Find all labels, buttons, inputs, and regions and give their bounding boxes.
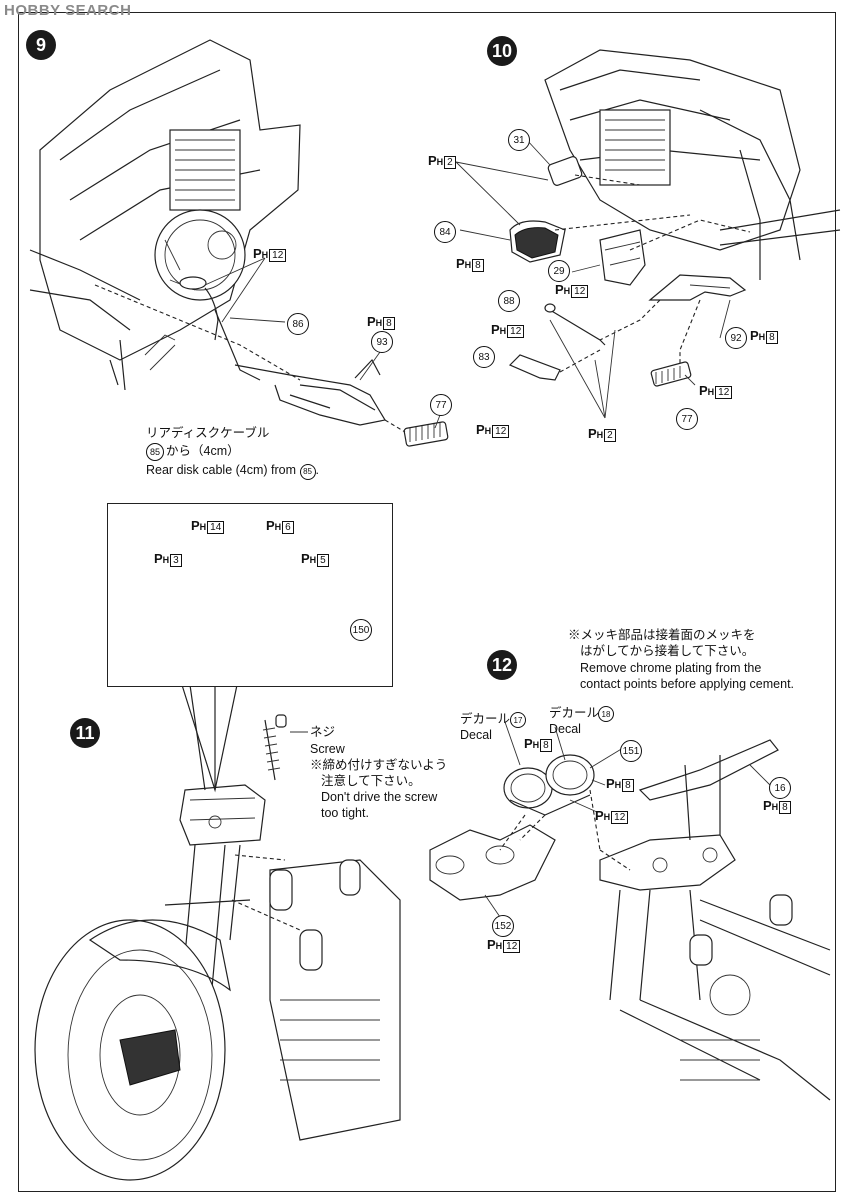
chrome-note-jp2: はがしてから接着して下さい。 bbox=[580, 644, 755, 658]
step-11-badge: 11 bbox=[70, 718, 100, 748]
chrome-note-jp1: ※メッキ部品は接着面のメッキを bbox=[568, 628, 756, 642]
part-17-marker: 17 bbox=[510, 712, 526, 728]
part-77-marker: 77 bbox=[430, 394, 452, 416]
rear-disk-note-jp: リアディスクケーブル bbox=[146, 426, 270, 440]
step-10-badge: 10 bbox=[487, 36, 517, 66]
part-16-marker: 16 bbox=[769, 777, 791, 799]
part-31-marker: 31 bbox=[508, 129, 530, 151]
step11-fork-drawing bbox=[34, 684, 401, 1181]
decal-18-label-jp: デカール bbox=[549, 706, 600, 720]
part-84-marker: 84 bbox=[434, 221, 456, 243]
stem-detail-inset bbox=[107, 503, 393, 687]
screw-warning-jp1: ※締め付けすぎないよう bbox=[310, 758, 448, 772]
page-frame bbox=[18, 12, 836, 1192]
part-86-marker: 86 bbox=[287, 313, 309, 335]
part-88-marker: 88 bbox=[498, 290, 520, 312]
decal-17-label-jp: デカール bbox=[460, 712, 511, 726]
screw-warning-jp2: 注意して下さい。 bbox=[321, 774, 421, 788]
step-9-badge: 9 bbox=[26, 30, 56, 60]
chrome-note-en1: Remove chrome plating from the bbox=[580, 661, 762, 675]
part-152-marker: 152 bbox=[492, 915, 514, 937]
step9-frame-drawing bbox=[29, 39, 449, 447]
screw-label-jp: ネジ bbox=[310, 725, 336, 739]
chrome-note-en2: contact points before applying cement. bbox=[580, 677, 795, 691]
part-151-marker: 151 bbox=[620, 740, 642, 762]
part-150-marker: 150 bbox=[350, 619, 372, 641]
step-12-badge: 12 bbox=[487, 650, 517, 680]
part-92-marker: 92 bbox=[725, 327, 747, 349]
watermark: HOBBY SEARCH bbox=[4, 2, 132, 19]
part-18-marker: 18 bbox=[598, 706, 614, 722]
rear-disk-note-en: Rear disk cable (4cm) from 85. bbox=[146, 462, 319, 480]
part-29-marker: 29 bbox=[548, 260, 570, 282]
part-93-marker: 93 bbox=[371, 331, 393, 353]
part-83-marker: 83 bbox=[473, 346, 495, 368]
part-85-marker: 85 bbox=[146, 443, 164, 461]
step10-frame-drawing bbox=[508, 49, 841, 387]
screw-warning-en2: too tight. bbox=[321, 806, 369, 820]
part-77-marker: 77 bbox=[676, 408, 698, 430]
step12-handlebar-drawing bbox=[429, 739, 831, 1101]
decal-18-label-en: Decal bbox=[549, 722, 581, 736]
screw-label-en: Screw bbox=[310, 742, 345, 756]
rear-disk-note-jp2: から（4cm） bbox=[166, 444, 240, 458]
screw-warning-en1: Don't drive the screw bbox=[321, 790, 438, 804]
decal-17-label-en: Decal bbox=[460, 728, 492, 742]
